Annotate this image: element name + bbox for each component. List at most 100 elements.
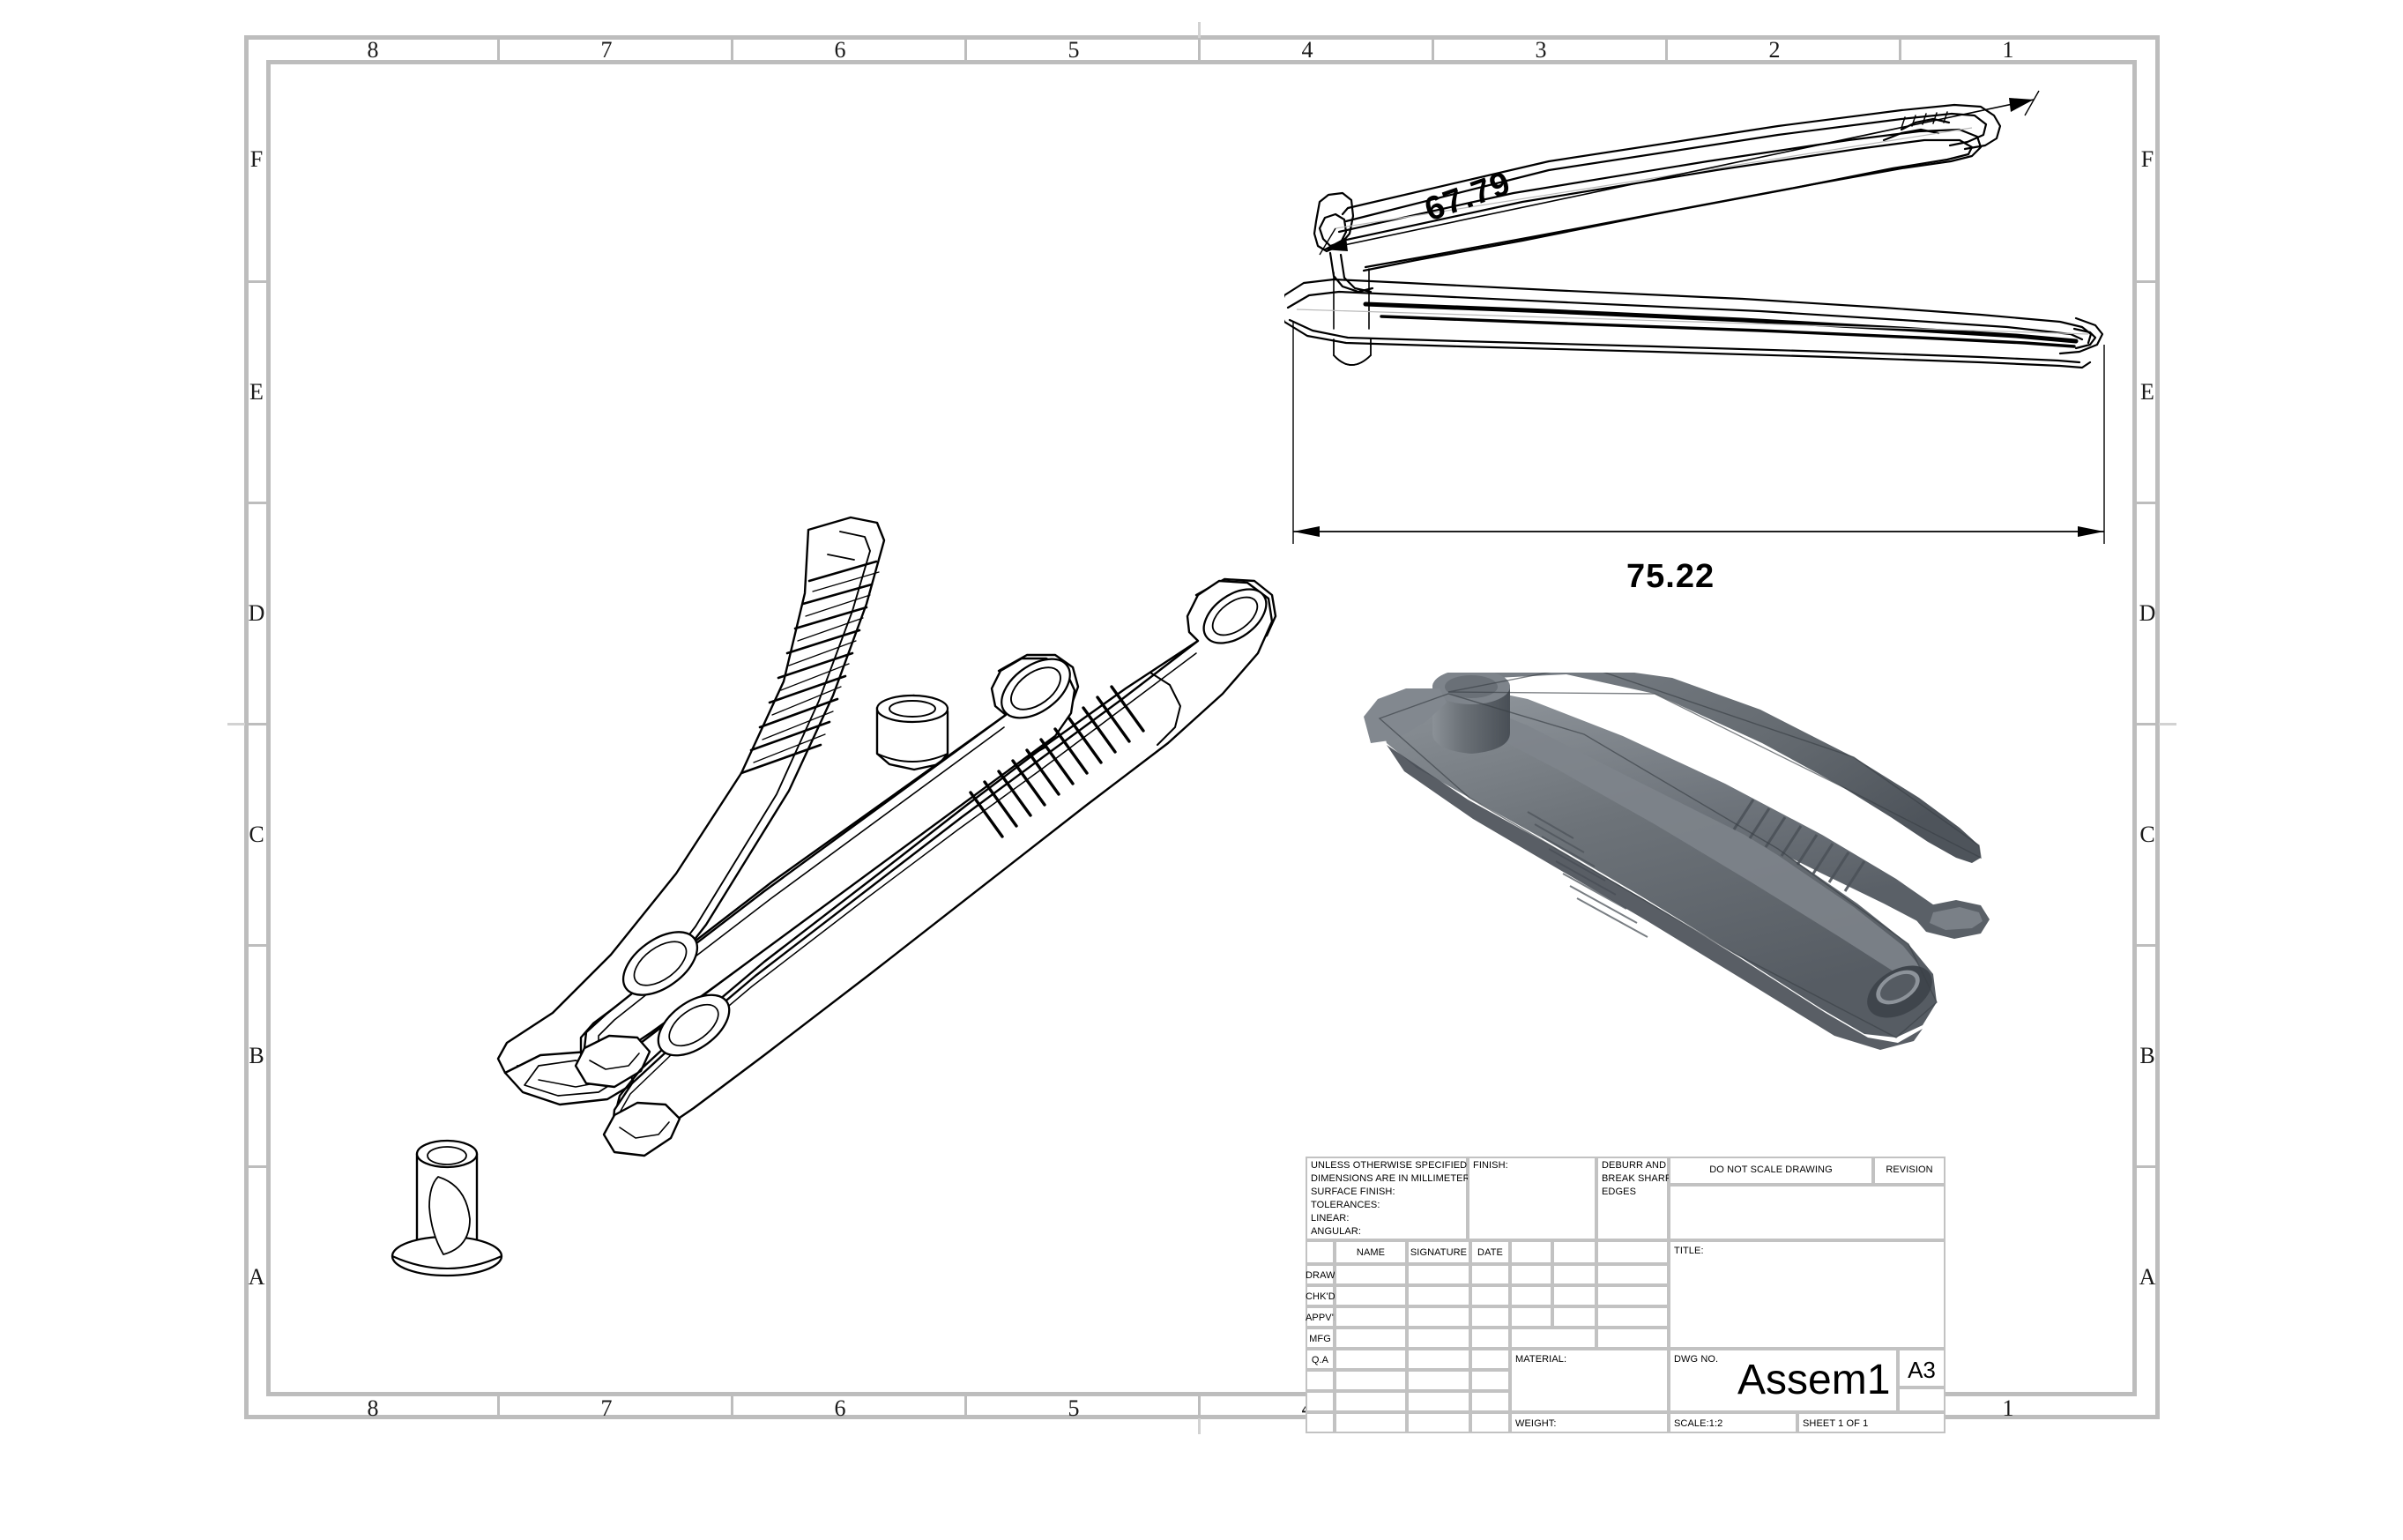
zone-label-left-C: C <box>249 822 264 847</box>
tb-col-header-name <box>1335 1240 1407 1264</box>
zone-label-bottom-5: 5 <box>1068 1395 1080 1421</box>
lever-centerline <box>1335 127 1973 229</box>
tb-cell-appvd-x1 <box>1510 1306 1552 1328</box>
tb-sheet-size-label: A3 <box>1908 1357 1936 1383</box>
tb-role-label-drawn: DRAWN <box>1306 1270 1343 1281</box>
zone-divider-top <box>1198 38 1201 60</box>
tb-do-not-scale-label: DO NOT SCALE DRAWING <box>1709 1164 1833 1175</box>
zone-label-left-B: B <box>249 1043 264 1068</box>
dimension-label-75-22: 75.22 <box>1626 558 1715 595</box>
tb-role-label-chkd: CHK'D <box>1306 1291 1335 1302</box>
tb-cell-mfg-x1 <box>1510 1328 1596 1349</box>
zone-label-top-6: 6 <box>834 37 846 63</box>
registration-mark-right <box>2159 723 2176 725</box>
tb-drawing-title: Assem1 <box>1737 1357 1891 1403</box>
tb-extra-row-3-c2 <box>1335 1412 1407 1433</box>
tb-deburr-line3: EDGES <box>1602 1187 1637 1197</box>
tb-dwg-no-label: DWG NO. <box>1674 1354 1719 1365</box>
tb-deburr-cell <box>1596 1157 1669 1240</box>
tb-col-header-signature-label: SIGNATURE <box>1410 1247 1468 1258</box>
tb-cell-mfg-x3 <box>1596 1328 1669 1349</box>
zone-label-bottom-8: 8 <box>367 1395 379 1421</box>
tb-cell-mfg-date <box>1470 1328 1510 1349</box>
zone-divider-top <box>964 38 967 60</box>
zone-label-right-D: D <box>2139 600 2156 626</box>
tb-role-label-appvd: APPV'D <box>1306 1313 1341 1323</box>
zone-label-top-7: 7 <box>600 37 613 63</box>
tb-finish-cell <box>1468 1157 1596 1240</box>
tb-role-cell-appvd <box>1306 1306 1335 1328</box>
tb-cell-appvd-x3 <box>1596 1306 1669 1328</box>
tb-header-spacer-2 <box>1552 1240 1596 1264</box>
tb-extra-row-3-c4 <box>1470 1412 1510 1433</box>
zone-label-top-8: 8 <box>367 37 379 63</box>
zone-label-top-3: 3 <box>1535 37 1547 63</box>
tb-finish-label: FINISH: <box>1473 1160 1508 1171</box>
zone-divider-right <box>2135 944 2157 947</box>
tb-cell-mfg-name <box>1335 1328 1407 1349</box>
zone-divider-right <box>2135 502 2157 504</box>
tb-cell-chkd-x3 <box>1596 1285 1669 1306</box>
zone-divider-top <box>497 38 500 60</box>
tb-header-spacer-1 <box>1510 1240 1552 1264</box>
tb-revision-label: REVISION <box>1886 1164 1933 1175</box>
tb-role-cell-drawn <box>1306 1264 1335 1285</box>
tb-revision-value-cell <box>1669 1185 1945 1240</box>
tb-cell-drawn-signature <box>1407 1264 1470 1285</box>
tb-deburr-line1: DEBURR AND <box>1602 1160 1667 1171</box>
title-block: UNLESS OTHERWISE SPECIFIED: DIMENSIONS A… <box>1306 1157 2137 1433</box>
tb-scale-label: SCALE:1:2 <box>1674 1418 1723 1429</box>
nail-clipper-exploded-isometric-outline-view <box>391 516 1277 1277</box>
zone-divider-top <box>1432 38 1434 60</box>
tb-col-header-signature <box>1407 1240 1470 1264</box>
upper-lever-face <box>1462 688 1947 930</box>
tb-cell-drawn-x2 <box>1552 1264 1596 1285</box>
tb-note-line2: DIMENSIONS ARE IN MILLIMETERS <box>1311 1173 1477 1184</box>
tb-extra-row-3-c1 <box>1306 1412 1335 1433</box>
zone-divider-bottom <box>964 1396 967 1418</box>
tb-role-label-qa: Q.A <box>1311 1355 1329 1365</box>
tb-extra-row-3-c3 <box>1407 1412 1470 1433</box>
tb-extra-row-2-c3 <box>1407 1391 1470 1412</box>
tb-role-label-mfg: MFG <box>1309 1334 1331 1344</box>
tb-do-not-scale-cell <box>1669 1157 1873 1185</box>
zone-divider-left <box>247 280 269 283</box>
nail-clipper-shaded-isometric-view <box>1364 673 1990 1050</box>
zone-label-left-E: E <box>249 379 264 405</box>
tb-weight-cell <box>1510 1412 1669 1433</box>
zone-label-right-B: B <box>2139 1043 2155 1068</box>
tb-extra-row-1-c1 <box>1306 1370 1335 1391</box>
tb-sheet-number-label: SHEET 1 OF 1 <box>1803 1418 1869 1429</box>
tb-general-notes-cell <box>1306 1157 1468 1240</box>
tb-cell-chkd-x1 <box>1510 1285 1552 1306</box>
tb-note-line6: ANGULAR: <box>1311 1226 1362 1237</box>
zone-label-left-A: A <box>248 1264 265 1290</box>
tb-material-label: MATERIAL: <box>1515 1354 1567 1365</box>
zone-divider-top <box>731 38 733 60</box>
sheet-inner-border <box>266 60 2137 1396</box>
upper-lever-top <box>1448 673 1981 863</box>
tb-note-line1: UNLESS OTHERWISE SPECIFIED: <box>1311 1160 1470 1171</box>
registration-mark-left <box>227 723 245 725</box>
zone-label-left-D: D <box>248 600 265 626</box>
tb-role-cell-mfg <box>1306 1328 1335 1349</box>
drawing-canvas <box>271 64 2132 1392</box>
zone-label-top-4: 4 <box>1301 37 1313 63</box>
tb-note-line3: SURFACE FINISH: <box>1311 1187 1395 1197</box>
zone-divider-left <box>247 502 269 504</box>
zone-label-bottom-6: 6 <box>834 1395 846 1421</box>
zone-divider-right <box>2135 723 2157 725</box>
tb-role-header-blank <box>1306 1240 1335 1264</box>
zone-label-left-F: F <box>249 146 264 172</box>
zone-label-top-2: 2 <box>1768 37 1781 63</box>
tb-cell-drawn-x1 <box>1510 1264 1552 1285</box>
tb-col-header-date <box>1470 1240 1510 1264</box>
tb-cell-chkd-signature <box>1407 1285 1470 1306</box>
tb-role-cell-qa <box>1306 1349 1335 1370</box>
tb-scale-cell <box>1669 1412 1797 1433</box>
tb-extra-row-2-c2 <box>1335 1391 1407 1412</box>
tb-cell-chkd-x2 <box>1552 1285 1596 1306</box>
tb-extra-row-1-c2 <box>1335 1370 1407 1391</box>
zone-label-bottom-1: 1 <box>2002 1395 2014 1421</box>
